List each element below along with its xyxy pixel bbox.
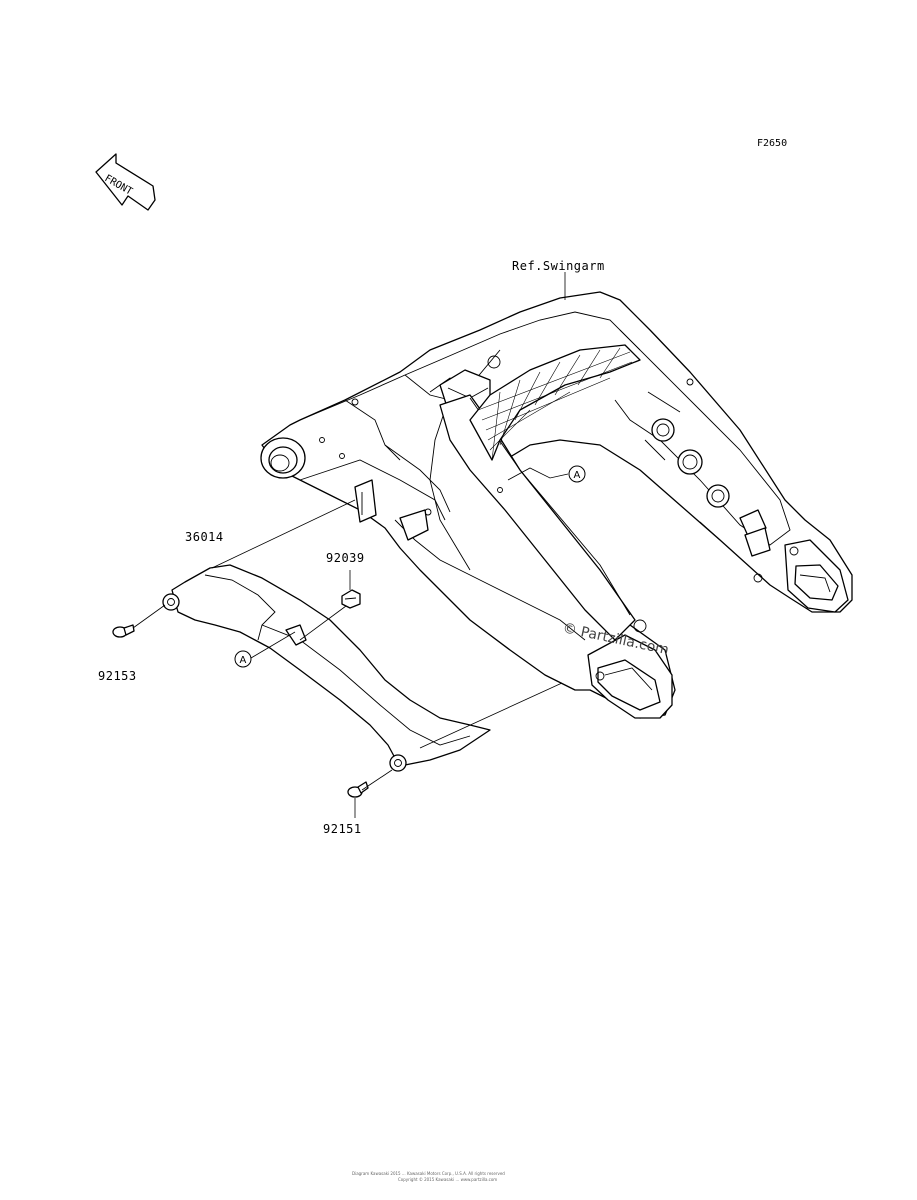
bolt-92151: [347, 781, 369, 798]
figure-code: F2650: [757, 138, 787, 149]
svg-text:A: A: [240, 655, 247, 666]
footer-line-1: Diagram Kawasaki 2015 ... Kawasaki Motor…: [352, 1171, 505, 1176]
callout-a-lower: A: [234, 650, 252, 668]
chain-guard: [162, 564, 491, 772]
footer-line-2: Copyright © 2015 Kawasaki ... www.partzi…: [398, 1177, 497, 1182]
leader-lines: [132, 272, 569, 818]
svg-text:A: A: [574, 470, 581, 481]
bolt-92153: [112, 624, 135, 638]
swingarm: [260, 291, 853, 719]
label-part-92153: 92153: [98, 669, 137, 683]
front-arrow-icon: FRONT: [95, 153, 156, 211]
label-ref-swingarm: Ref.Swingarm: [512, 259, 605, 273]
clip-nut-92039: [341, 589, 361, 609]
label-part-92151: 92151: [323, 822, 362, 836]
callout-a-upper: A: [568, 465, 586, 483]
mesh-pattern: [477, 347, 633, 461]
label-part-92039: 92039: [326, 551, 365, 565]
label-part-36014: 36014: [185, 530, 224, 544]
